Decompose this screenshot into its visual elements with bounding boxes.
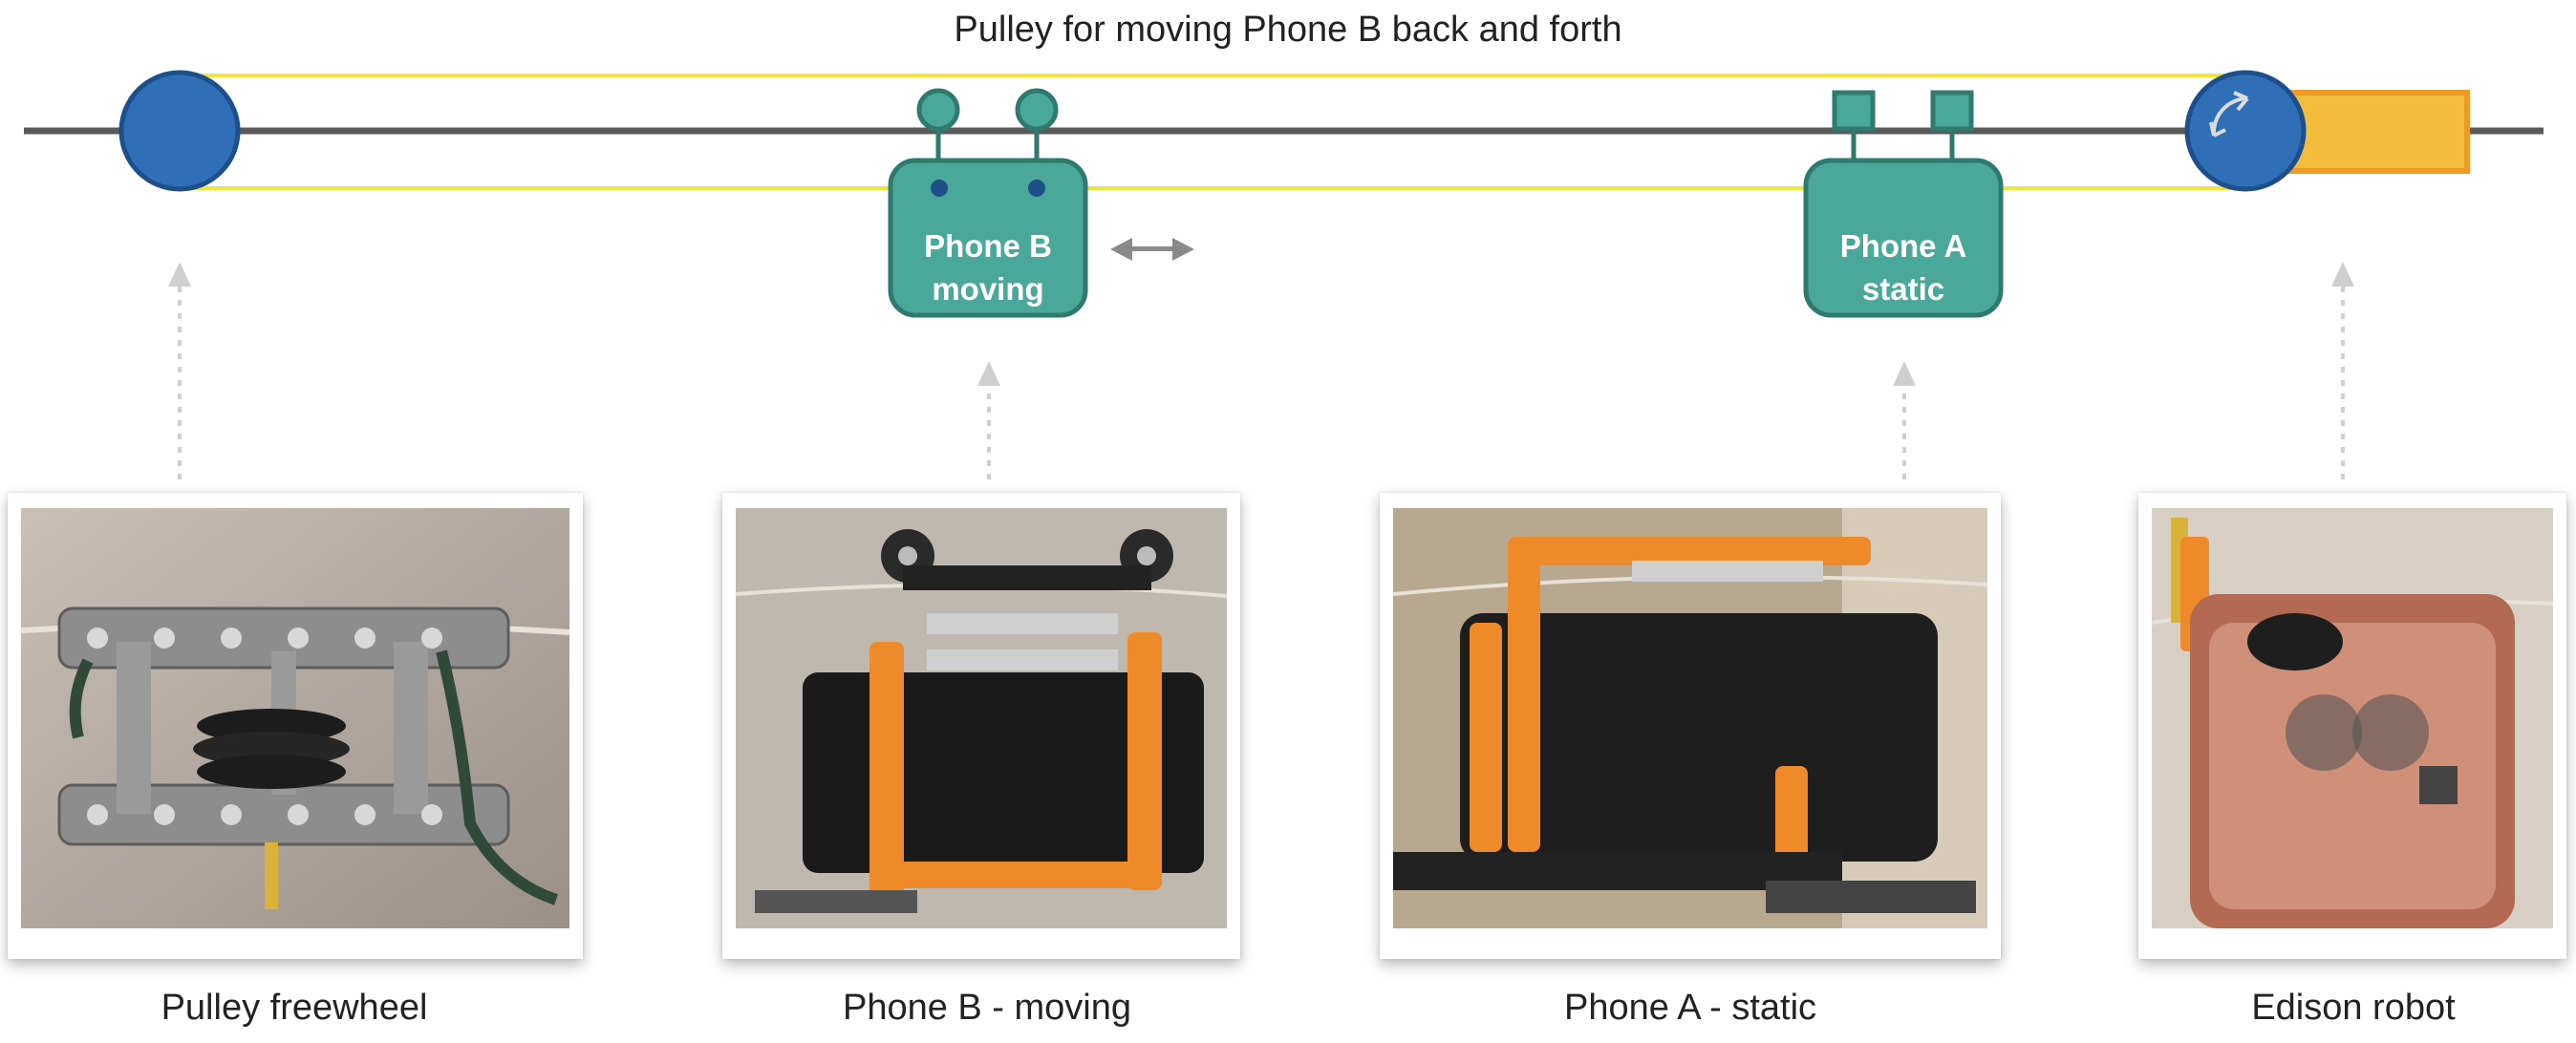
cord-clamp-2 bbox=[1028, 180, 1045, 197]
phone-a-node bbox=[1803, 158, 2004, 318]
caption-phone-b: Phone B - moving bbox=[842, 988, 1132, 1028]
phone-a-label-line1: Phone A bbox=[1839, 228, 1967, 264]
back-and-forth-arrow bbox=[1110, 238, 1194, 261]
photo-pulley-freewheel bbox=[21, 508, 569, 928]
dotted-arrow-2 bbox=[977, 361, 1000, 479]
phone-b-hanger bbox=[916, 88, 1059, 162]
photo-frame-pulley-freewheel bbox=[8, 493, 583, 959]
edison-robot-block bbox=[2283, 90, 2470, 174]
rotate-icon bbox=[2209, 91, 2249, 138]
caption-pulley-freewheel: Pulley freewheel bbox=[161, 988, 428, 1028]
diagram-title: Pulley for moving Phone B back and forth bbox=[954, 10, 1622, 50]
photo-frame-phone-b bbox=[722, 493, 1240, 959]
phone-a-hanger bbox=[1832, 90, 1974, 162]
phone-b-label-line2: moving bbox=[932, 271, 1044, 307]
cord-clamp-1 bbox=[931, 180, 948, 197]
phone-b-node bbox=[888, 158, 1088, 318]
photo-phone-b bbox=[736, 508, 1227, 928]
freewheel-pulley bbox=[118, 70, 241, 192]
caption-edison-robot: Edison robot bbox=[2251, 988, 2456, 1028]
dotted-arrow-4 bbox=[2331, 262, 2354, 479]
dotted-arrow-3 bbox=[1893, 361, 1916, 479]
phone-a-node-label: Phone A static bbox=[1808, 224, 1999, 310]
photo-edison-robot bbox=[2152, 508, 2553, 928]
photo-frame-phone-a bbox=[1380, 493, 2001, 959]
caption-phone-a: Phone A - static bbox=[1563, 988, 1817, 1028]
phone-b-label-line1: Phone B bbox=[924, 228, 1052, 264]
dotted-arrow-1 bbox=[168, 262, 191, 479]
photo-phone-a bbox=[1393, 508, 1987, 928]
phone-b-node-label: Phone B moving bbox=[892, 224, 1084, 310]
phone-a-label-line2: static bbox=[1861, 271, 1945, 307]
drive-pulley bbox=[2184, 70, 2307, 192]
photo-frame-edison-robot bbox=[2138, 493, 2566, 959]
